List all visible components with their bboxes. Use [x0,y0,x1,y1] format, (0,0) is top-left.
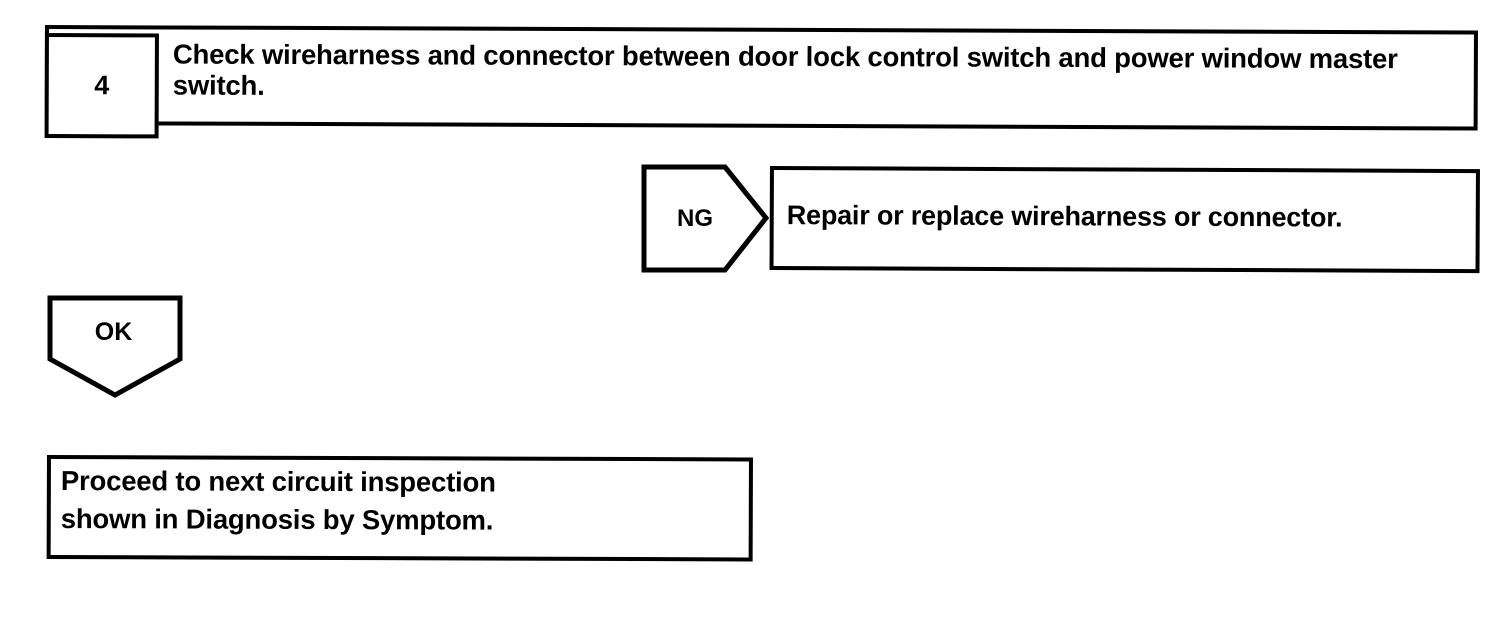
ng-branch-tag: NG [641,163,769,274]
ok-result-box: Proceed to next circuit inspection shown… [46,450,755,564]
step-instruction-text: Check wireharness and connector between … [172,38,1398,101]
step-number-cell: 4 [44,32,159,139]
step-row: 4 Check wireharness and connector betwee… [44,25,1478,144]
ok-branch-tag: OK [47,295,184,398]
ok-pentagon-icon [47,295,183,398]
ok-result-text: Proceed to next circuit inspection shown… [60,465,496,536]
step-number-label: 4 [94,70,110,101]
ng-result-box: Repair or replace wireharness or connect… [769,158,1480,274]
ng-tag-label: NG [677,204,713,232]
ok-tag-label: OK [94,318,133,346]
ng-pentagon-icon [641,164,769,273]
ng-result-text: Repair or replace wireharness or connect… [786,200,1343,233]
